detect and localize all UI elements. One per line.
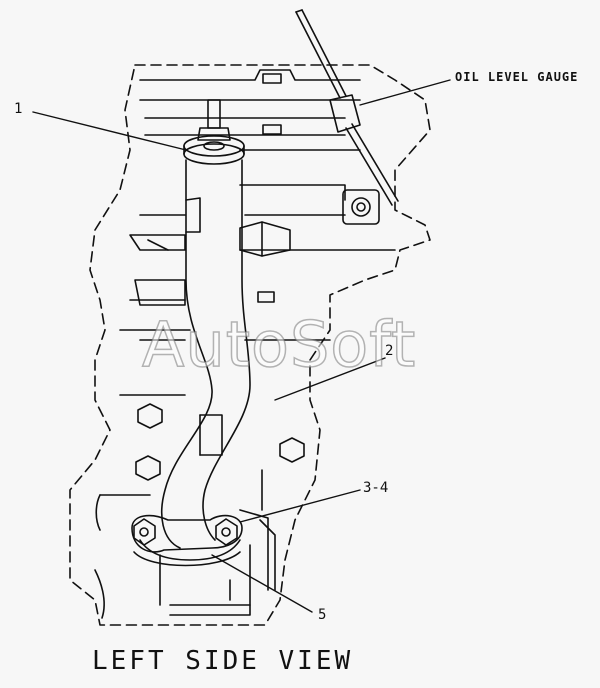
- oil-level-gauge-tube: [295, 9, 399, 206]
- oil-filler-tube: [160, 159, 251, 549]
- filler-cap: [183, 99, 245, 165]
- callout-5: 5: [318, 607, 327, 623]
- view-caption: LEFT SIDE VIEW: [92, 646, 354, 676]
- flange-bolts: [133, 518, 238, 546]
- block-left-details: [94, 234, 191, 619]
- gauge-clamp: [342, 189, 380, 225]
- watermark: AutoSoft: [141, 307, 417, 382]
- block-bolts: [135, 73, 305, 481]
- callout-3-4: 3-4: [363, 480, 389, 496]
- leader-lines: [32, 79, 451, 613]
- callout-1: 1: [14, 101, 23, 117]
- oil-level-gauge-label: OIL LEVEL GAUGE: [455, 70, 579, 84]
- tube-fitting: [239, 221, 291, 257]
- callout-2: 2: [385, 343, 394, 359]
- engine-block-outline: [69, 64, 431, 626]
- block-lower: [159, 469, 276, 616]
- cylinder-block-upper: [129, 69, 396, 341]
- mounting-flange: [131, 514, 243, 567]
